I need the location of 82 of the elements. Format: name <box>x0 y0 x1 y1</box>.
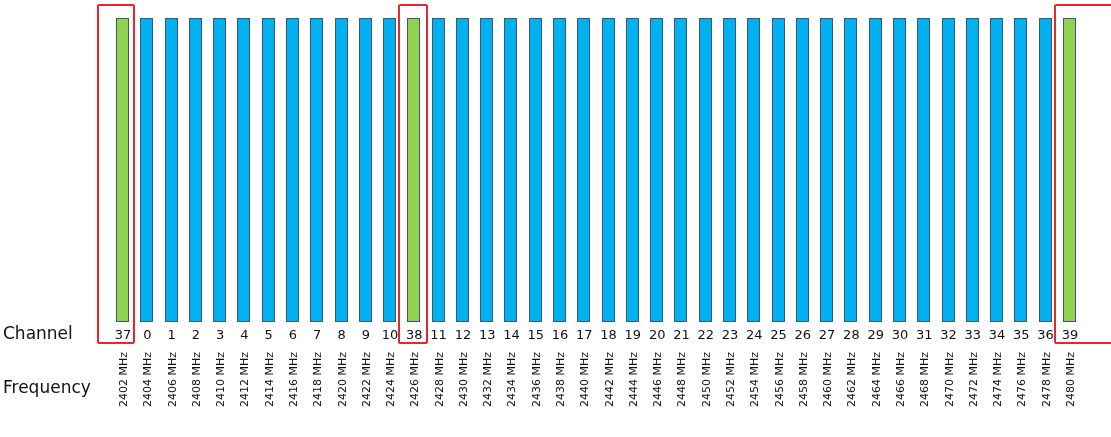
frequency-label: 2474 MHz <box>990 352 1004 408</box>
frequency-label: 2470 MHz <box>942 352 955 408</box>
channel-number: 29 <box>867 327 884 342</box>
channel-number: 26 <box>794 327 812 342</box>
frequency-label: 2480 MHz <box>1063 352 1077 408</box>
channel-number: 32 <box>940 327 957 342</box>
frequency-label: 2460 MHz <box>820 352 834 408</box>
channel-number: 24 <box>746 327 763 342</box>
channel-number: 23 <box>721 327 739 342</box>
frequency-label: 2450 MHz <box>699 352 713 408</box>
channel-number: 6 <box>288 327 298 342</box>
frequency-label: 2410 MHz <box>213 352 227 408</box>
channel-number: 28 <box>843 327 860 342</box>
frequency-label: 2434 MHz <box>504 352 518 408</box>
channel-number: 33 <box>964 327 982 342</box>
channel-number: 13 <box>478 327 496 342</box>
frequency-label: 2428 MHz <box>432 352 446 408</box>
channel-number: 3 <box>215 327 225 342</box>
channel-number: 37 <box>114 327 132 342</box>
channel-number: 7 <box>313 327 322 342</box>
channel-number: 9 <box>361 327 370 342</box>
channel-number: 22 <box>697 327 714 342</box>
frequency-label: 2458 MHz <box>796 352 810 408</box>
frequency-label: 2452 MHz <box>723 352 737 408</box>
channel-number: 38 <box>406 327 423 342</box>
frequency-label: 2478 MHz <box>1039 352 1053 408</box>
channel-number: 34 <box>988 327 1006 342</box>
channel-number: 10 <box>381 327 399 342</box>
frequency-label: 2418 MHz <box>310 352 324 408</box>
frequency-label: 2420 MHz <box>335 352 348 408</box>
channel-number: 2 <box>191 327 200 342</box>
frequency-label: 2472 MHz <box>966 352 980 408</box>
frequency-label: 2436 MHz <box>529 352 543 408</box>
channel-number: 5 <box>264 327 273 342</box>
frequency-label: 2438 MHz <box>553 352 567 408</box>
frequency-label: 2402 MHz <box>116 352 130 408</box>
frequency-label: 2432 MHz <box>480 352 494 408</box>
channel-number: 25 <box>770 327 787 342</box>
frequency-label: 2442 MHz <box>602 352 616 408</box>
frequency-label: 2408 MHz <box>189 352 203 408</box>
channel-number: 12 <box>454 327 472 342</box>
channel-number: 36 <box>1037 327 1054 342</box>
frequency-label: 2414 MHz <box>262 352 276 408</box>
channel-number: 16 <box>551 327 569 342</box>
frequency-label: 2444 MHz <box>626 352 640 408</box>
frequency-label: 2404 MHz <box>140 352 154 408</box>
channel-number: 35 <box>1013 327 1030 342</box>
channel-number: 0 <box>143 327 152 342</box>
channel-number: 14 <box>503 327 520 342</box>
channel-number: 8 <box>337 327 346 342</box>
channel-number: 18 <box>600 327 617 342</box>
row-heading: Frequency <box>3 377 91 397</box>
frequency-label: 2466 MHz <box>893 352 907 408</box>
frequency-label: 2446 MHz <box>650 352 664 408</box>
frequency-label: 2462 MHz <box>844 352 858 408</box>
frequency-label: 2456 MHz <box>772 352 786 408</box>
frequency-label: 2430 MHz <box>456 352 470 408</box>
frequency-label: 2476 MHz <box>1014 352 1028 408</box>
frequency-label: 2440 MHz <box>577 352 591 408</box>
channel-number: 11 <box>430 327 447 342</box>
frequency-label: 2412 MHz <box>237 352 251 408</box>
frequency-label: 2416 MHz <box>286 352 300 408</box>
channel-number: 1 <box>167 327 176 342</box>
channel-number: 39 <box>1061 327 1079 342</box>
channel-number: 17 <box>576 327 593 342</box>
channel-number: 15 <box>527 327 544 342</box>
frequency-label: 2464 MHz <box>869 352 883 408</box>
frequency-label: 2422 MHz <box>359 352 373 408</box>
channel-number: 31 <box>915 327 933 342</box>
channel-number: 27 <box>818 327 836 342</box>
frequency-label: 2454 MHz <box>747 352 761 408</box>
channel-number: 21 <box>673 327 690 342</box>
row-heading: Channel <box>3 323 73 343</box>
frequency-label: 2406 MHz <box>165 352 179 408</box>
channel-number: 20 <box>648 327 666 342</box>
channel-number: 4 <box>240 327 249 342</box>
channel-number: 19 <box>624 327 642 342</box>
frequency-label: 2424 MHz <box>383 352 397 408</box>
channel-number: 30 <box>891 327 909 342</box>
frequency-label: 2448 MHz <box>674 352 688 408</box>
frequency-label: 2468 MHz <box>917 352 931 408</box>
frequency-label: 2426 MHz <box>407 352 421 408</box>
